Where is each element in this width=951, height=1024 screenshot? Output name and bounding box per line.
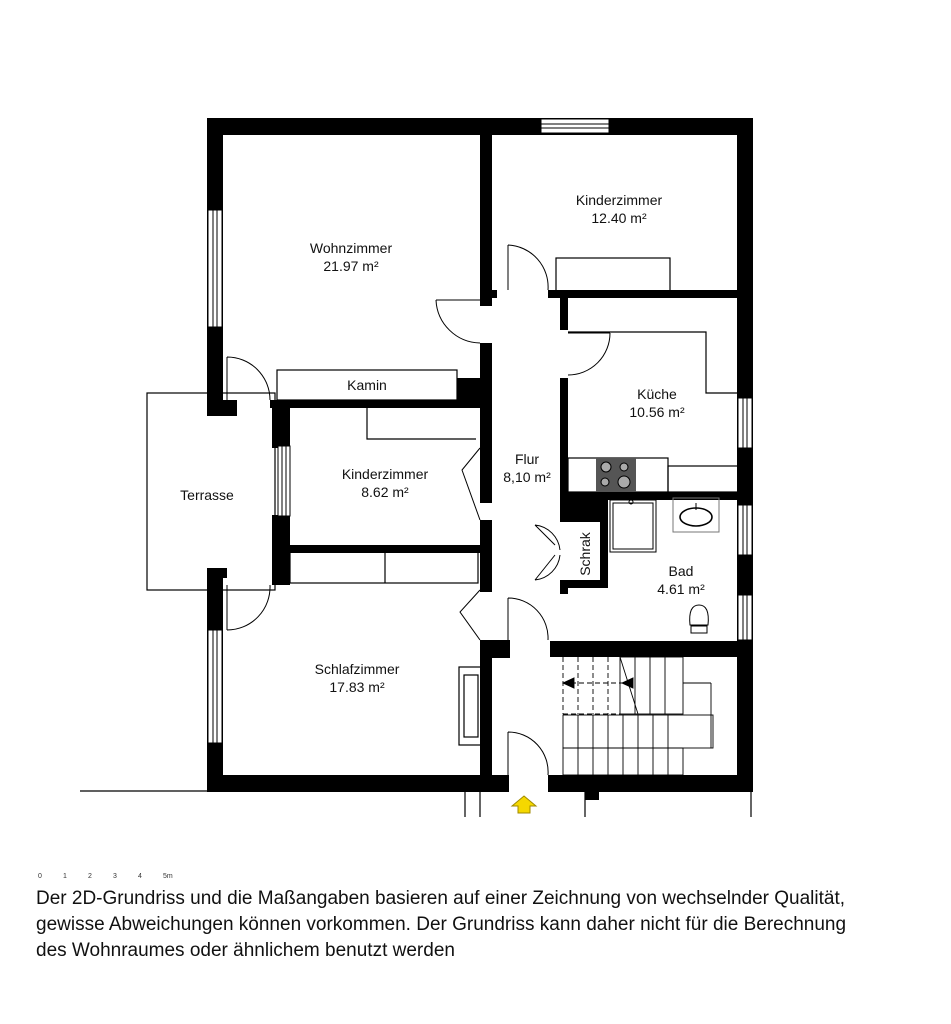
room-label-schlafzimmer: Schlafzimmer 17.83 m² — [314, 661, 400, 695]
toilet-icon — [689, 604, 709, 634]
room-label-wohnzimmer: Wohnzimmer 21.97 m² — [309, 240, 393, 274]
room-label-flur: Flur 8,10 m² — [503, 451, 551, 485]
label-kamin: Kamin — [347, 377, 387, 393]
stairs-icon — [561, 656, 714, 776]
room-label-kinderzimmer-2: Kinderzimmer 8.62 m² — [341, 466, 429, 500]
disclaimer: Der 2D-Grundriss und die Maßangaben basi… — [36, 888, 847, 961]
label-schrank: Schrak — [577, 532, 593, 576]
sink-icon — [672, 497, 720, 533]
room-label-bad: Bad 4.61 m² — [657, 563, 705, 597]
floor-plan — [80, 118, 753, 817]
room-label-kueche: Küche 10.56 m² — [629, 386, 685, 420]
shower-icon — [609, 499, 657, 553]
label-terrasse: Terrasse — [180, 487, 234, 503]
entrance-arrow-icon — [510, 795, 538, 814]
room-label-kinderzimmer-1: Kinderzimmer 12.40 m² — [575, 192, 663, 226]
stove-icon — [596, 458, 636, 492]
